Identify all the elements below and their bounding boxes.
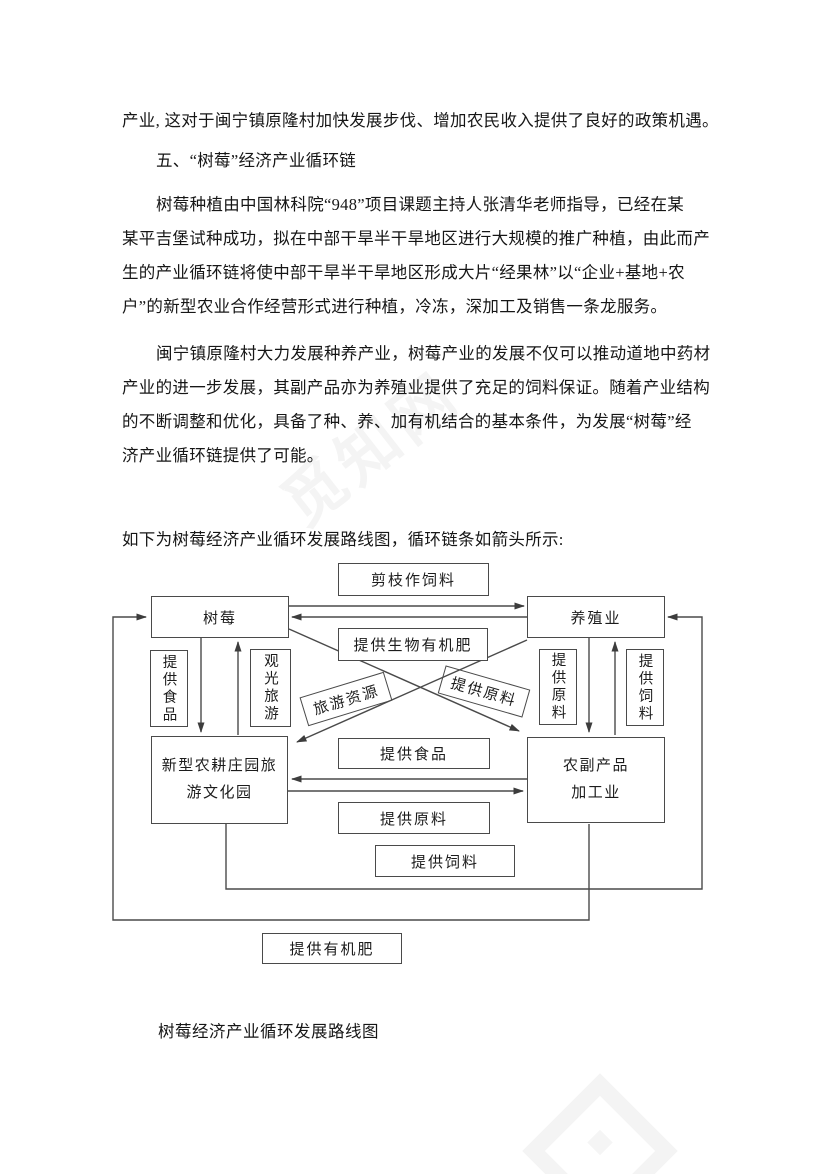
diagram-box-provide-food-mid: 提供食品 bbox=[338, 738, 490, 769]
diagram-box-processing: 农副产品 加工业 bbox=[527, 737, 665, 823]
body-line: 的不断调整和优化，具备了种、养、加有机结合的基本条件，为发展“树莓”经 bbox=[122, 412, 692, 431]
farm-park-line2: 游文化园 bbox=[186, 785, 253, 801]
section-heading: 五、“树莓”经济产业循环链 bbox=[156, 151, 357, 170]
body-line: 济产业循环链提供了可能。 bbox=[122, 446, 324, 465]
body-line: 产业, 这对于闽宁镇原隆村加快发展步伐、增加农民收入提供了良好的政策机遇。 bbox=[122, 111, 719, 130]
body-line: 树莓种植由中国林科院“948”项目课题主持人张清华老师指导，已经在某 bbox=[156, 195, 685, 214]
diagram-box-provide-feed-mid: 提供饲料 bbox=[375, 845, 515, 877]
body-line: 产业的进一步发展，其副产品亦为养殖业提供了充足的饲料保证。随着产业结构 bbox=[122, 378, 710, 397]
farm-park-line1: 新型农耕庄园旅 bbox=[161, 758, 278, 774]
diagram-box-sightseeing: 观光旅游 bbox=[250, 649, 291, 727]
diagram-box-bio-fertilizer: 提供生物有机肥 bbox=[338, 628, 488, 661]
processing-line2: 加工业 bbox=[571, 785, 621, 801]
diagram-box-farm-park: 新型农耕庄园旅 游文化园 bbox=[151, 736, 288, 824]
diagram-box-raspberry: 树莓 bbox=[151, 596, 289, 638]
diagram-box-provide-feed-right: 提供饲料 bbox=[626, 649, 664, 726]
body-line: 生的产业循环链将使中部干旱半干旱地区形成大片“经果林”以“企业+基地+农 bbox=[122, 263, 685, 282]
body-line: 某平吉堡试种成功，拟在中部干旱半干旱地区进行大规模的推广种植，由此而产 bbox=[122, 229, 710, 248]
diagram-box-prune-feed: 剪枝作饲料 bbox=[338, 563, 489, 596]
diagram-box-provide-material-mid: 提供原料 bbox=[338, 802, 490, 834]
diagram-box-provide-food-left: 提供食品 bbox=[150, 650, 188, 727]
body-line: 如下为树莓经济产业循环发展路线图，循环链条如箭头所示: bbox=[122, 530, 564, 549]
body-line: 户”的新型农业合作经营形式进行种植，冷冻，深加工及销售一条龙服务。 bbox=[122, 297, 668, 316]
diagram-box-breeding: 养殖业 bbox=[527, 596, 665, 638]
body-line: 闽宁镇原隆村大力发展种养产业，树莓产业的发展不仅可以推动道地中药材 bbox=[156, 344, 711, 363]
diagram-box-provide-material-right: 提供原料 bbox=[539, 649, 577, 725]
figure-caption: 树莓经济产业循环发展路线图 bbox=[158, 1022, 379, 1041]
diagram-box-provide-organic-fertilizer: 提供有机肥 bbox=[262, 933, 402, 964]
processing-line1: 农副产品 bbox=[562, 758, 629, 774]
